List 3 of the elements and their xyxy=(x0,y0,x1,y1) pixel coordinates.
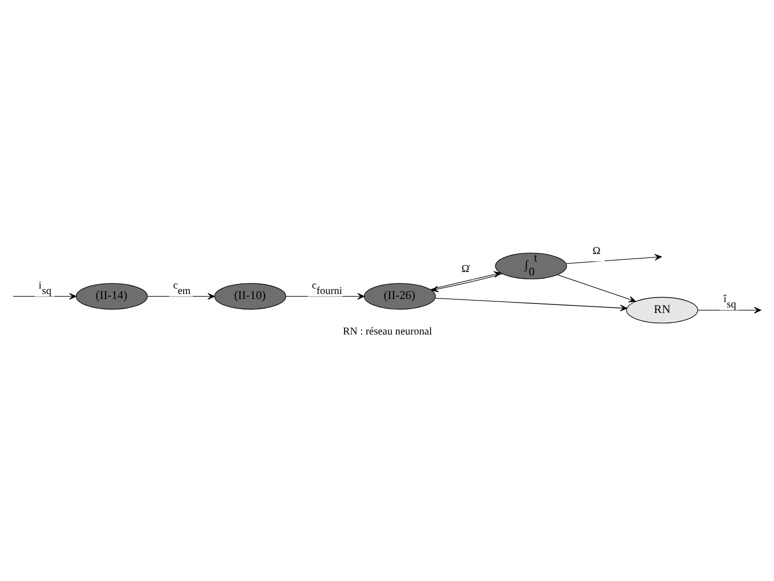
edge-label: Ω̇ xyxy=(461,263,470,274)
caption: RN : réseau neuronal xyxy=(342,326,432,337)
edge-label: Ω xyxy=(592,246,600,257)
